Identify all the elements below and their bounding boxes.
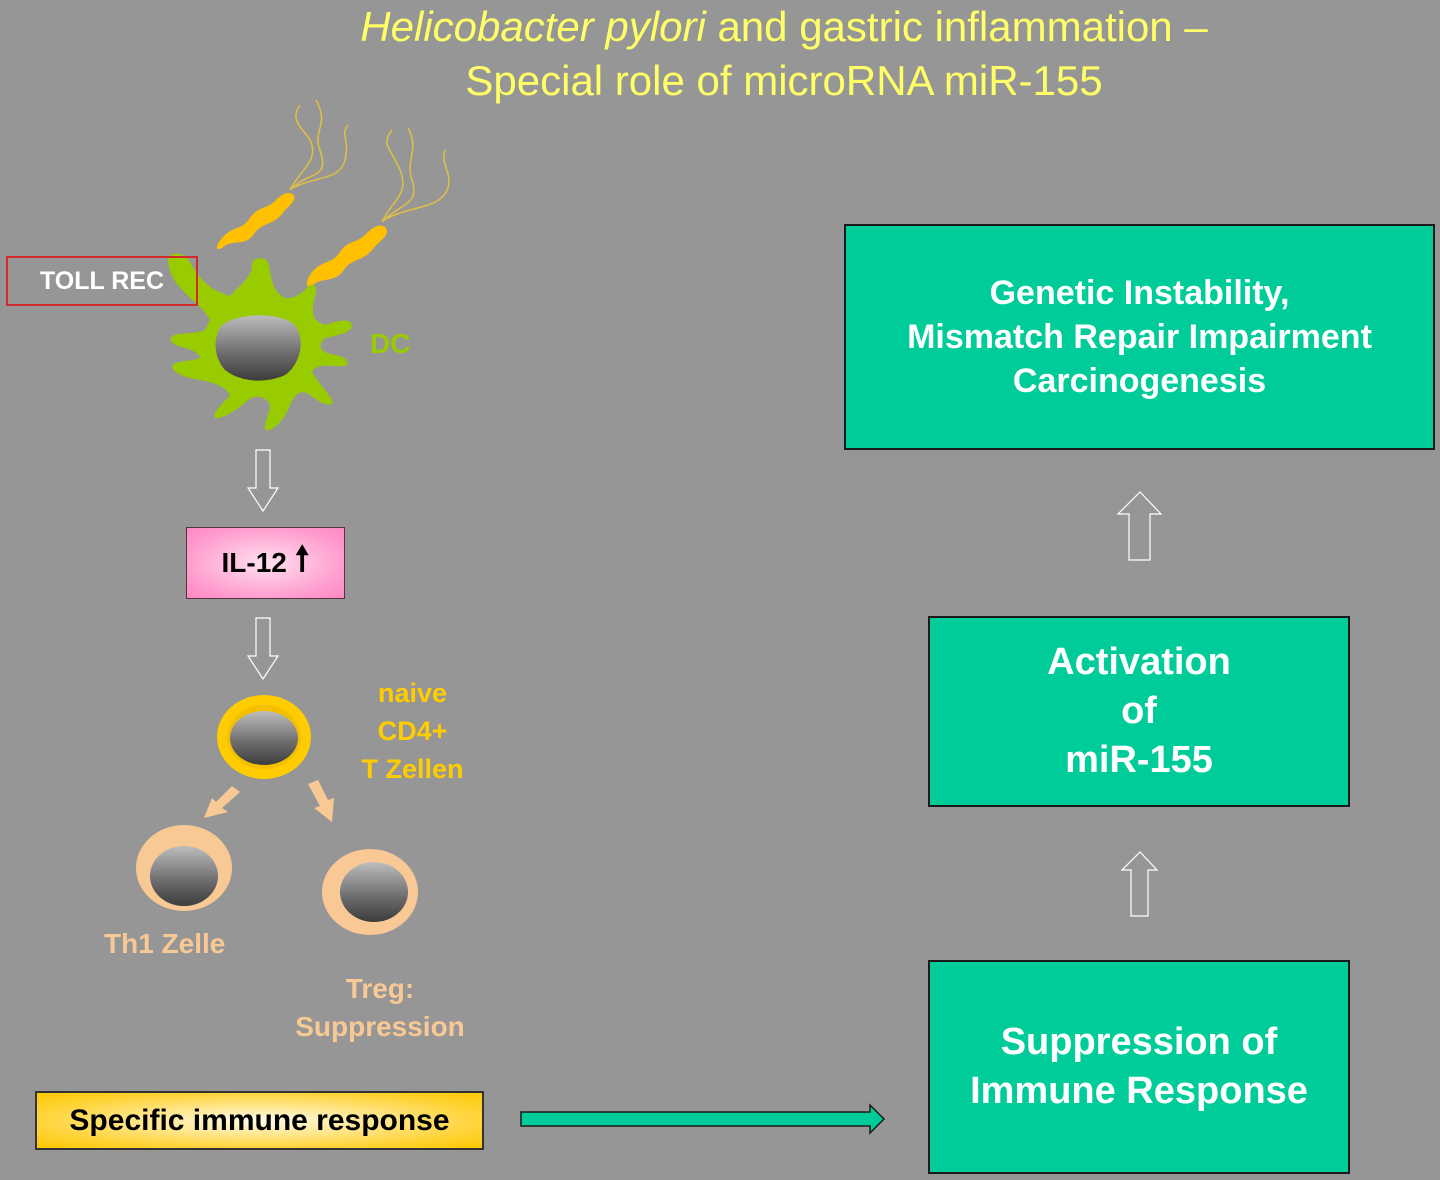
toll-receptor-text: TOLL REC [39,266,165,295]
treg-label-line: Suppression [295,1011,465,1042]
mir155-activation-box: Activation of miR-155 [928,616,1350,807]
il12-text: IL-12 [221,547,287,578]
box-line: Carcinogenesis [1012,362,1267,400]
branch-arrow-right-icon [308,780,334,822]
box-line: of [1121,690,1157,732]
naive-cell-label-line: T Zellen [361,754,464,784]
page-title: Helicobacter pylori and gastric inflamma… [0,0,1440,108]
arrow-up-icon [1116,491,1163,561]
treg-cell-label: Treg: Suppression [270,970,490,1046]
title-line-1-rest: and gastric inflammation – [705,3,1208,50]
box-line: Mismatch Repair Impairment [907,318,1372,356]
naive-cell-label-line: CD4+ [377,716,448,746]
bacterium-icon [216,193,295,250]
specific-immune-response-text: Specific immune response [69,1103,450,1137]
arrow-down-icon [246,617,280,681]
th1-cell-label: Th1 Zelle [104,928,226,959]
specific-immune-response-box: Specific immune response [35,1091,484,1150]
title-line-2: Special role of microRNA miR-155 [465,57,1103,104]
th1-cell-icon [136,825,232,911]
arrow-right-icon [520,1103,886,1135]
flagella-icon [289,99,450,223]
arrow-up-icon [1120,851,1159,917]
box-line: Activation [1047,641,1231,683]
dendritic-cell-label: DC [370,328,411,359]
naive-cell-label: naive CD4+ T Zellen [340,674,485,788]
toll-receptor-label: TOLL REC [6,256,198,306]
naive-cell-label-line: naive [377,678,448,708]
immune-suppression-box: Suppression of Immune Response [928,960,1350,1174]
treg-label-line: Treg: [345,973,415,1004]
dendritic-cell-icon [168,253,352,431]
box-line: Genetic Instability, [989,274,1290,312]
box-line: Immune Response [970,1070,1308,1112]
bacterium-icon [306,225,387,287]
title-species: Helicobacter pylori [360,3,706,50]
naive-t-cell-icon [217,695,311,779]
treg-cell-icon [322,849,418,935]
arrow-down-icon [246,449,280,513]
box-line: Suppression of [1000,1021,1278,1063]
il12-box: IL-12 🠕 [186,527,345,599]
genetic-instability-box: Genetic Instability, Mismatch Repair Imp… [844,224,1435,450]
box-line: miR-155 [1065,739,1213,781]
arrow-up-icon: 🠕 [294,539,310,578]
branch-arrow-left-icon [204,786,240,818]
title-line-1: Helicobacter pylori and gastric inflamma… [0,0,1440,54]
